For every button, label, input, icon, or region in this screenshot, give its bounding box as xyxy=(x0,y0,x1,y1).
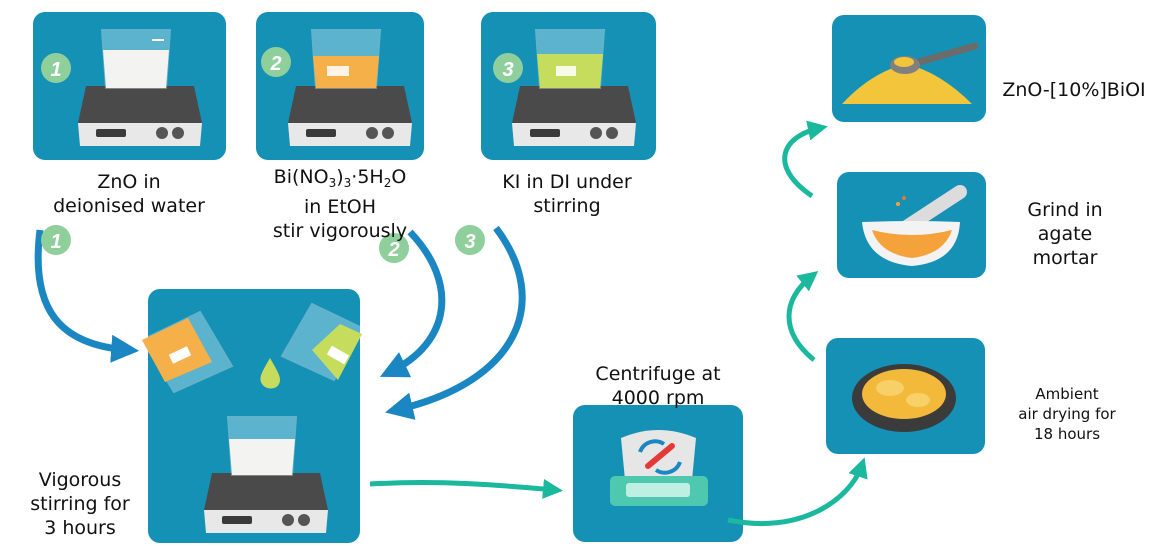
hotplate-beaker-icon-mix xyxy=(204,416,328,533)
arrow-drying-to-grinding xyxy=(786,270,819,362)
powder-scoop-icon xyxy=(842,42,979,104)
drying-label-line3: 18 hours xyxy=(1033,425,1101,443)
hotplate-beaker-icon-2 xyxy=(288,29,412,146)
drying-label: Ambient air drying for 18 hours xyxy=(992,384,1142,444)
grinding-label-line1: Grind in xyxy=(1027,199,1103,221)
centrifuge-icon xyxy=(610,430,708,506)
grinding-label-line2: agate xyxy=(1037,223,1093,245)
svg-text:2: 2 xyxy=(387,239,399,261)
arrow-step1-to-mix xyxy=(34,229,140,363)
step2-formula: Bi(NO3)3·5H2O xyxy=(273,166,407,190)
step1-label-line2: deionised water xyxy=(53,195,205,217)
step3-label-line2: stirring xyxy=(533,195,601,217)
step2-label: Bi(NO3)3·5H2O in EtOH stir vigorously xyxy=(240,165,440,243)
arrow-step3-to-mix xyxy=(385,225,526,420)
svg-text:2: 2 xyxy=(269,53,281,75)
droplet-icon xyxy=(260,358,280,389)
hotplate-beaker-icon-1 xyxy=(78,29,202,146)
mixing-label: Vigorous stirring for 3 hours xyxy=(0,468,160,540)
product-label: ZnO-[10%]BiOI xyxy=(1002,79,1146,101)
drying-label-line1: Ambient xyxy=(1035,385,1099,403)
grinding-label: Grind in agate mortar xyxy=(1005,198,1125,270)
pouring-beaker-green-icon xyxy=(280,302,364,382)
arrow-badge-icon-2: 2 xyxy=(379,233,409,263)
badge-icon-1: 1 xyxy=(41,53,71,83)
hotplate-beaker-icon-3 xyxy=(512,29,636,146)
arrow-badge-icon-1: 1 xyxy=(41,225,71,255)
badge-icon-3: 3 xyxy=(493,53,523,83)
mixing-label-line3: 3 hours xyxy=(44,517,116,539)
svg-text:1: 1 xyxy=(50,59,61,81)
mortar-pestle-icon xyxy=(862,185,967,266)
step2-label-line3: stir vigorously xyxy=(272,220,408,242)
drying-label-line2: air drying for xyxy=(1018,405,1116,423)
drying-dish-icon xyxy=(852,364,956,432)
mixing-label-line1: Vigorous xyxy=(38,469,122,491)
arrow-centrifuge-to-drying xyxy=(727,457,868,527)
arrow-grinding-to-product xyxy=(782,120,828,199)
pouring-beaker-orange-icon xyxy=(140,310,234,394)
centrifuge-label-line2: 4000 rpm xyxy=(611,387,705,409)
step1-label-line1: ZnO in xyxy=(97,171,161,193)
step3-label-line1: KI in DI under xyxy=(502,171,632,193)
centrifuge-label-line1: Centrifuge at xyxy=(595,363,721,385)
mixing-label-line2: stirring for xyxy=(30,493,130,515)
step2-label-line2: in EtOH xyxy=(303,196,377,218)
svg-text:1: 1 xyxy=(50,231,61,253)
step3-label: KI in DI under stirring xyxy=(462,170,672,218)
arrow-mix-to-centrifuge xyxy=(369,478,563,499)
svg-text:3: 3 xyxy=(464,231,475,253)
arrow-badge-icon-3: 3 xyxy=(455,225,485,255)
arrow-step2-to-mix xyxy=(379,229,446,378)
grinding-label-line3: mortar xyxy=(1032,247,1098,269)
svg-text:3: 3 xyxy=(502,59,513,81)
centrifuge-label: Centrifuge at 4000 rpm xyxy=(558,362,758,410)
badge-icon-2: 2 xyxy=(261,47,291,77)
step1-label: ZnO in deionised water xyxy=(24,170,234,218)
